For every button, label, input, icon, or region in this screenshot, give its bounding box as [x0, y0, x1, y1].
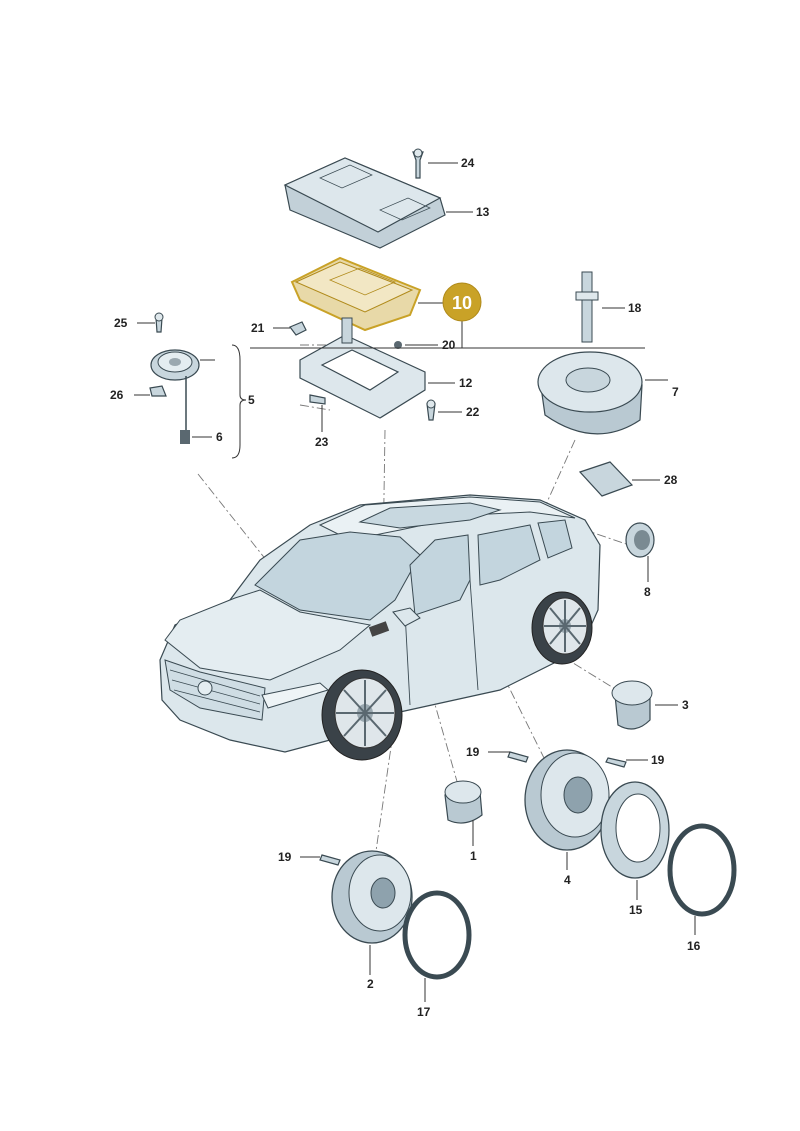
highlight-number: 10 — [452, 293, 472, 313]
front-grille — [164, 659, 266, 721]
part-1-speaker — [444, 780, 483, 824]
part-19-screws — [319, 751, 627, 866]
part-13-cover — [283, 157, 446, 249]
callout-20: 20 — [442, 338, 456, 352]
callout-19-c: 19 — [278, 850, 292, 864]
callout-labels: 24 13 25 21 20 18 7 12 22 23 26 5 6 28 8… — [110, 156, 701, 1019]
part-3-speaker — [611, 680, 653, 730]
part-7-subwoofer — [537, 351, 643, 435]
callout-8: 8 — [644, 585, 651, 599]
part-15-adapter — [600, 781, 670, 879]
callout-18: 18 — [628, 301, 642, 315]
callout-26: 26 — [110, 388, 124, 402]
headlight-left — [261, 682, 330, 709]
callout-3: 3 — [682, 698, 689, 712]
hood — [164, 589, 372, 681]
callout-2: 2 — [367, 977, 374, 991]
door-speaker-mount — [368, 621, 390, 637]
fastener-hardware — [149, 148, 436, 421]
callout-5: 5 — [248, 393, 255, 407]
sunroof — [358, 502, 502, 529]
part-5-tweeter — [150, 349, 200, 444]
door-line — [404, 579, 479, 706]
callout-6: 6 — [216, 430, 223, 444]
rear-door-window — [477, 524, 541, 586]
callout-16: 16 — [687, 939, 701, 953]
part-16-gasket — [667, 823, 737, 917]
callout-15: 15 — [629, 903, 643, 917]
callout-7: 7 — [672, 385, 679, 399]
part-18-bolt — [575, 271, 599, 343]
callout-23: 23 — [315, 435, 329, 449]
callout-4: 4 — [564, 873, 571, 887]
callout-1: 1 — [470, 849, 477, 863]
callout-25: 25 — [114, 316, 128, 330]
callout-12: 12 — [459, 376, 473, 390]
callout-13: 13 — [476, 205, 490, 219]
part-17-gasket — [402, 890, 472, 980]
callout-19-a: 19 — [466, 745, 480, 759]
part-6-connector — [180, 430, 190, 444]
brand-logo — [197, 680, 213, 696]
callout-19-b: 19 — [651, 753, 665, 767]
part-8-speaker — [625, 522, 655, 558]
leader-lines — [134, 162, 696, 1002]
highlight-badge — [442, 282, 482, 322]
part-12-bracket — [299, 317, 426, 419]
rear-wheel — [531, 591, 593, 665]
part-10-amplifier — [290, 256, 422, 332]
part-4-woofer — [524, 749, 610, 851]
callout-17: 17 — [417, 1005, 431, 1019]
callout-21: 21 — [251, 321, 265, 335]
callout-22: 22 — [466, 405, 480, 419]
mirror — [392, 607, 421, 627]
callout-28: 28 — [664, 473, 678, 487]
quarter-window — [537, 519, 573, 559]
part-2-woofer — [331, 850, 413, 944]
car-illustration — [159, 494, 601, 761]
callout-24: 24 — [461, 156, 475, 170]
front-wheel — [321, 669, 403, 761]
part-28-pad — [578, 461, 634, 497]
